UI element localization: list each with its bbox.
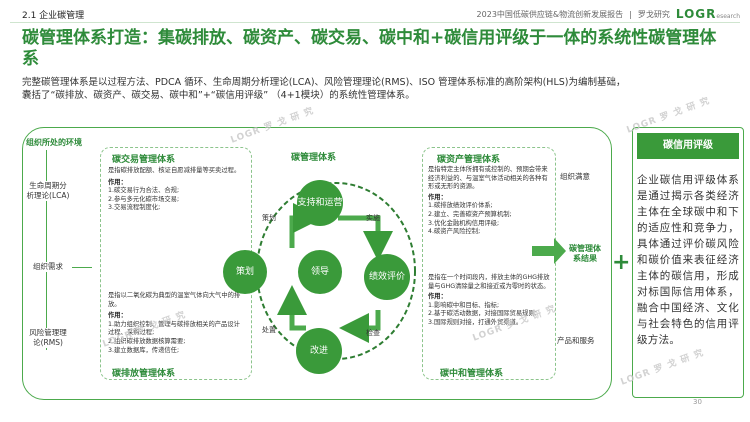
- arrow-label-check: 检查: [366, 329, 380, 337]
- page-title: 碳管理体系打造：集碳排放、碳资产、碳交易、碳中和+碳信用评级于一体的系统性碳管理…: [22, 28, 717, 69]
- trade-role-1: 1.碳交易行为合法、合规;: [108, 187, 180, 195]
- asset-role-4: 4.碳资产风险控制;: [428, 228, 481, 236]
- emission-desc: 是指以二氧化碳为典型的温室气体向大气中的排放。: [108, 292, 241, 308]
- right-dashed-group: [422, 147, 556, 380]
- org-satisfaction-label: 组织满意: [560, 172, 590, 181]
- rms-label: 风险管理理论(RMS): [26, 328, 70, 348]
- emission-role-1: 1.助力组织控制、管理与碳排放相关的产品设计过程、采购过程;: [108, 320, 240, 337]
- needs-connector: [72, 267, 92, 268]
- environment-label: 组织所处的环境: [26, 138, 82, 147]
- results-arrow-icon: [532, 238, 566, 264]
- credit-rating-title: 碳信用评级: [637, 133, 739, 159]
- products-services-label: 产品和服务: [557, 336, 595, 345]
- page-number: 30: [693, 398, 702, 406]
- perf-eval-node: 绩效评价: [364, 254, 410, 300]
- arrow-implement: [338, 215, 393, 261]
- improve-node: 改进: [296, 328, 342, 374]
- emission-system-text: 是指以二氧化碳为典型的温室气体向大气中的排放。 作用： 1.助力组织控制、管理与…: [108, 292, 246, 355]
- org-needs-label: 组织需求: [24, 262, 72, 272]
- logo-main-text: LOGR: [675, 7, 717, 21]
- trade-role-3: 3.交易流程制度化;: [108, 204, 161, 212]
- intro-paragraph: 完整碳管理体系是以过程方法、PDCA 循环、生命周期分析理论(LCA)、风险管理…: [22, 77, 626, 101]
- diagram-frame: [22, 127, 612, 400]
- trade-system-title: 碳交易管理体系: [112, 155, 176, 165]
- arrow-check: [339, 310, 381, 343]
- neutral-role-label: 作用：: [428, 293, 447, 301]
- lca-label: 生命周期分析理论(LCA): [26, 181, 70, 201]
- arrow-label-plan: 策划: [262, 214, 276, 222]
- asset-system-text: 是指特定主体所拥有或控制的、预期会带来经济利益的、与温室气体活动相关的各种有形或…: [428, 166, 552, 237]
- asset-role-1: 1.碳排放绩效评价体系;: [428, 202, 493, 210]
- arrow-label-implement: 实施: [366, 214, 380, 222]
- emission-role-label: 作用：: [108, 312, 127, 320]
- asset-role-3: 3.优化金融机构信用评级;: [428, 219, 500, 227]
- neutral-desc: 是指在一个时间段内，排放主体的GHG排放量与GHG清除量之和接近或为零时的状态。: [428, 274, 550, 290]
- report-title: 2023中国低碳供应链&物流创新发展报告: [476, 9, 624, 19]
- left-connector: [46, 150, 47, 350]
- asset-role-label: 作用：: [428, 193, 447, 201]
- asset-system-title: 碳资产管理体系: [437, 155, 501, 165]
- report-header: 2023中国低碳供应链&物流创新发展报告 | 罗戈研究 LOGResearch: [477, 7, 740, 21]
- arrow-plan: [289, 203, 323, 248]
- trade-role-2: 2.参与多元化碳市场交易;: [108, 195, 180, 203]
- trade-role-label: 作用：: [108, 178, 127, 186]
- emission-role-3: 3.建立数据库，传递信任;: [108, 346, 180, 354]
- credit-rating-panel: [632, 127, 744, 398]
- center-title: 碳管理体系: [291, 153, 337, 163]
- header-rule: [10, 22, 740, 23]
- plan-node: 策划: [223, 250, 267, 294]
- asset-desc: 是指特定主体所拥有或控制的、预期会带来经济利益的、与温室气体活动相关的各种有形或…: [428, 166, 548, 191]
- support-ops-node: 支持和运营: [297, 180, 343, 226]
- asset-role-2: 2.建立、完善碳资产预算机制;: [428, 210, 512, 218]
- section-label: 2.1 企业碳管理: [22, 11, 85, 21]
- plus-sign: +: [612, 250, 631, 275]
- emission-role-2: 2.组织碳排放数据核算需要;: [108, 337, 186, 345]
- logo-sub-text: esearch: [716, 13, 740, 20]
- logr-logo: LOGResearch: [676, 7, 740, 21]
- neutral-system-title: 碳中和管理体系: [440, 369, 504, 379]
- neutral-system-text: 是指在一个时间段内，排放主体的GHG排放量与GHG清除量之和接近或为零时的状态。…: [428, 274, 552, 328]
- credit-rating-body: 企业碳信用评级体系是通过揭示各类经济主体在全球碳中和下的适应性和竞争力，具体通过…: [637, 174, 739, 346]
- neutral-role-3: 3.国际规则对接，打通外贸渠道。: [428, 318, 523, 326]
- arrow-act: [277, 285, 307, 331]
- leadership-node: 领导: [298, 250, 342, 294]
- arrow-label-act: 处置: [262, 326, 276, 334]
- results-label: 碳管理体系结果: [569, 244, 601, 263]
- header-separator: |: [629, 9, 632, 19]
- trade-desc: 是指碳排放配额、核证自愿减排量等买卖过程。: [108, 167, 241, 174]
- neutral-role-1: 1.影响碳中和目标、指标;: [428, 301, 500, 309]
- org-name: 罗戈研究: [637, 9, 670, 19]
- trade-system-text: 是指碳排放配额、核证自愿减排量等买卖过程。 作用： 1.碳交易行为合法、合规; …: [108, 167, 246, 213]
- emission-system-title: 碳排放管理体系: [112, 369, 176, 379]
- neutral-role-2: 2.基于碳活动数据，对接国际贸易规则;: [428, 310, 537, 318]
